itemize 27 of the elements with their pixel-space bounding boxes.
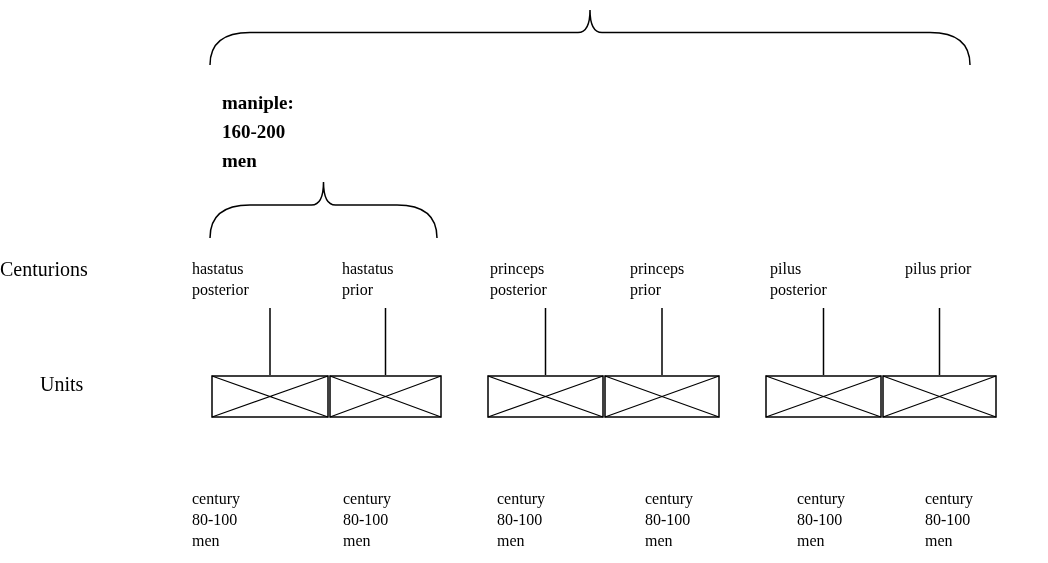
rank-label: pilus posterior (770, 258, 845, 300)
connector-line (384, 307, 387, 376)
unit-caption: century 80-100 men (645, 489, 694, 551)
rank-label: pilus prior (905, 258, 980, 279)
unit-caption: century 80-100 men (192, 489, 241, 551)
unit-caption: century 80-100 men (343, 489, 392, 551)
rank-label: princeps prior (630, 258, 705, 300)
connector-line (822, 307, 825, 376)
connector-line (661, 307, 663, 376)
bold-label: maniple: 160-200 men (222, 91, 295, 173)
rank-label: hastatus prior (342, 258, 417, 300)
infantry-unit-symbol (604, 375, 720, 418)
unit-caption: century 80-100 men (925, 489, 974, 551)
infantry-unit-symbol (211, 375, 329, 418)
infantry-unit-symbol (329, 375, 442, 418)
infantry-unit-symbol (882, 375, 997, 418)
infantry-unit-symbol (487, 375, 604, 418)
infantry-unit-symbol (765, 375, 882, 418)
unit-caption: century 80-100 men (497, 489, 546, 551)
connector-line (544, 307, 547, 376)
rank-label: princeps posterior (490, 258, 565, 300)
row-label: Units (40, 373, 84, 396)
connector-line (269, 307, 271, 376)
rank-label: hastatus posterior (192, 258, 267, 300)
unit-caption: century 80-100 men (797, 489, 846, 551)
connector-line (938, 307, 941, 376)
row-label: Centurions (0, 258, 88, 281)
